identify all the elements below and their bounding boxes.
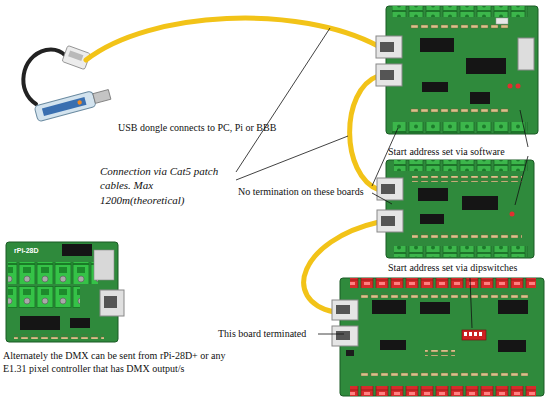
- rpi-28d-board: [6, 242, 124, 342]
- dmx-board: [377, 160, 534, 258]
- callout-label: Connection via Cat5 patch cables. Max 12…: [100, 164, 228, 207]
- dmx-board: [332, 278, 544, 396]
- dmx-board: [376, 6, 538, 134]
- callout-label: Start address set via software: [388, 146, 505, 159]
- callout-label: This board terminated: [218, 328, 306, 341]
- leader-line: [236, 28, 528, 334]
- callout-label: Alternately the DMX can be sent from rPi…: [3, 350, 243, 375]
- cat5-cable: [86, 18, 379, 312]
- callout-label: Start address set via dipswitches: [388, 262, 517, 275]
- callout-label: No termination on these boards: [238, 186, 364, 199]
- usb-dongle: [23, 45, 111, 121]
- callout-label: USB dongle connects to PC, Pi or BBB: [118, 122, 276, 135]
- silkscreen-label: rPi-28D: [14, 247, 39, 256]
